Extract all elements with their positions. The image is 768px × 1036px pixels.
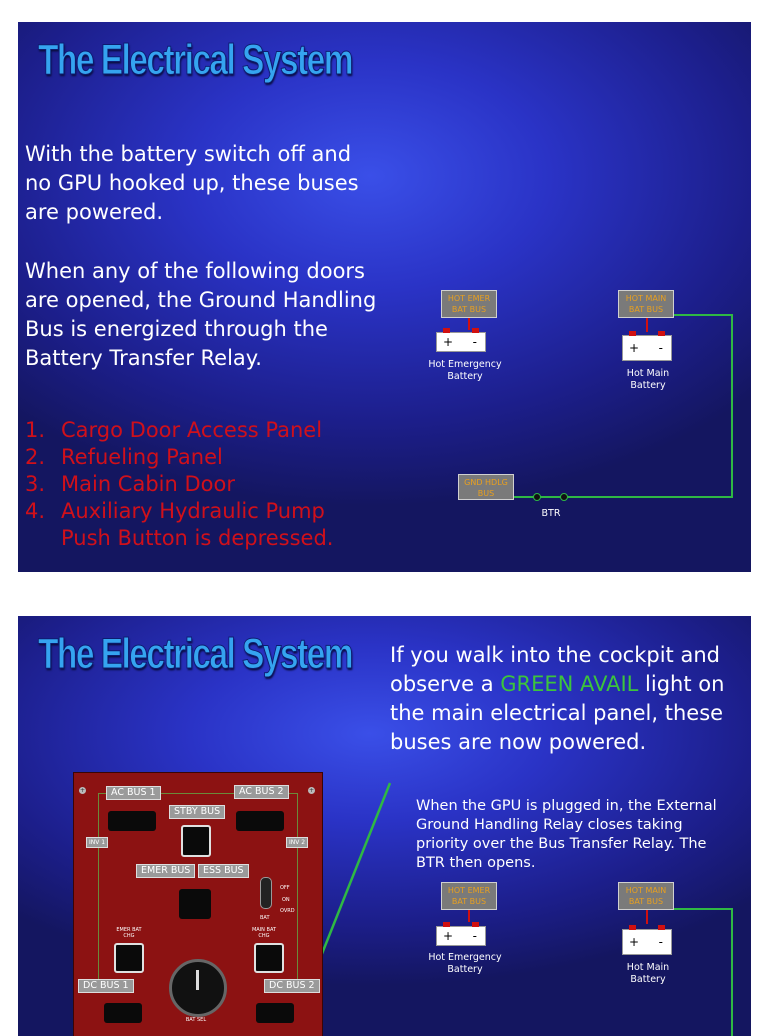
dc-bus-2-label: DC BUS 2 — [264, 979, 320, 993]
screw-icon: + — [308, 787, 315, 794]
emer-ess-bus-button[interactable] — [179, 889, 211, 919]
door-list: 1.Cargo Door Access Panel 2.Refueling Pa… — [25, 417, 333, 552]
wire-main-bus — [674, 314, 732, 316]
ac-bus-1-button[interactable] — [108, 811, 156, 831]
bat-text: BAT — [260, 915, 270, 921]
slide-1: The Electrical System With the battery s… — [18, 22, 751, 572]
list-item: 2.Refueling Panel — [25, 445, 223, 469]
dc-bus-2-button[interactable] — [256, 1003, 294, 1023]
bat-sel-text: BAT SEL — [185, 1017, 207, 1023]
btr-contact-right — [560, 493, 568, 501]
stby-bus-button[interactable] — [181, 825, 211, 857]
hot-main-battery-label: Hot Main Battery — [626, 368, 670, 391]
hot-main-bat-bus-box: HOT MAIN BAT BUS — [618, 290, 674, 318]
list-item: 1.Cargo Door Access Panel — [25, 418, 323, 442]
ac-bus-2-label: AC BUS 2 — [234, 785, 289, 799]
list-item: 4.Auxiliary Hydraulic Pump — [25, 499, 325, 523]
hot-main-bat-bus-box: HOT MAIN BAT BUS — [618, 882, 674, 910]
main-bat-chg-button[interactable] — [254, 943, 284, 973]
inv-2-label: INV 2 — [286, 837, 309, 848]
list-item: 3.Main Cabin Door — [25, 472, 235, 496]
wire-vertical — [731, 908, 733, 1036]
emer-battery-lead — [468, 910, 470, 922]
emer-bat-chg-button[interactable] — [114, 943, 144, 973]
hot-main-battery-label: Hot Main Battery — [626, 962, 670, 985]
hot-emer-bat-bus-box: HOT EMER BAT BUS — [441, 882, 497, 910]
doors-paragraph: When any of the following doors are open… — [25, 259, 377, 370]
bat-switch[interactable] — [260, 877, 272, 909]
btr-contact-left — [533, 493, 541, 501]
ac-bus-1-label: AC BUS 1 — [106, 786, 161, 800]
gpu-note: When the GPU is plugged in, the External… — [416, 798, 717, 871]
hot-main-battery-icon: +- — [622, 925, 672, 955]
slide-2: The Electrical System If you walk into t… — [18, 616, 751, 1036]
stby-bus-label: STBY BUS — [169, 805, 226, 819]
slide-title: The Electrical System — [38, 36, 354, 85]
bat-sel-knob[interactable] — [169, 959, 227, 1017]
hot-emer-bat-bus-box: HOT EMER BAT BUS — [441, 290, 497, 318]
cockpit-paragraph: If you walk into the cockpit and observe… — [390, 643, 725, 754]
electrical-panel: + + AC BUS 1 AC BUS 2 STBY BUS INV 1 INV… — [73, 772, 323, 1036]
inv-1-label: INV 1 — [86, 837, 109, 848]
bat-ovrd-text: OVRD — [280, 908, 295, 914]
bat-on-text: ON — [282, 897, 290, 903]
gnd-hdlg-bus-box: GND HDLG BUS — [458, 474, 514, 500]
list-item-continued: Push Button is depressed. — [61, 526, 334, 550]
emer-bus-label: EMER BUS — [136, 864, 196, 878]
dc-bus-1-label: DC BUS 1 — [78, 979, 134, 993]
hot-main-battery-icon: +- — [622, 331, 672, 361]
wire-main-bus — [674, 908, 732, 910]
emer-bat-chg-text: EMER BAT CHG — [116, 927, 142, 939]
wire-gnd-bus — [514, 496, 733, 498]
green-avail-text: GREEN AVAIL — [500, 672, 639, 696]
wire-vertical — [731, 314, 733, 497]
intro-paragraph: With the battery switch off and no GPU h… — [25, 142, 359, 224]
hot-emergency-battery-label: Hot Emergency Battery — [428, 359, 502, 382]
hot-emergency-battery-label: Hot Emergency Battery — [428, 952, 502, 975]
hot-emergency-battery-icon: +- — [436, 328, 486, 352]
slide-title: The Electrical System — [38, 630, 354, 679]
ac-bus-2-button[interactable] — [236, 811, 284, 831]
main-bat-chg-text: MAIN BAT CHG — [251, 927, 277, 939]
ess-bus-label: ESS BUS — [198, 864, 249, 878]
dc-bus-1-button[interactable] — [104, 1003, 142, 1023]
bat-off-text: OFF — [280, 885, 290, 891]
main-battery-lead — [646, 318, 648, 332]
hot-emergency-battery-icon: +- — [436, 922, 486, 946]
main-battery-lead — [646, 910, 648, 924]
btr-label: BTR — [541, 508, 561, 519]
screw-icon: + — [79, 787, 86, 794]
emer-battery-lead — [468, 318, 470, 330]
